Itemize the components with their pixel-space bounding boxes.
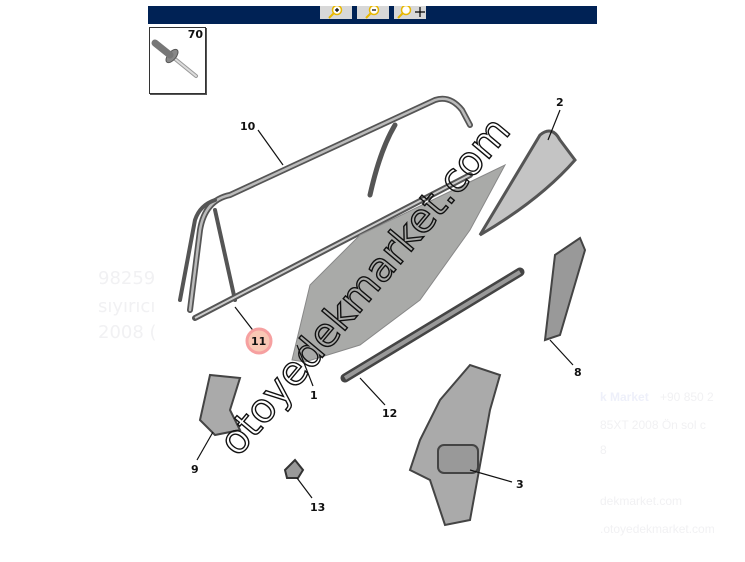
diagram-toolbar [148,4,597,24]
part-70-inset[interactable]: 70 [149,27,206,94]
label-1[interactable]: 1 [310,389,318,402]
label-13[interactable]: 13 [310,501,325,514]
part-number-70: 70 [187,28,203,41]
label-2[interactable]: 2 [556,96,564,109]
part-3-window-regulator[interactable] [408,363,502,527]
bg-text: .otoyedekmarket.com [600,522,715,536]
zoom-in-button[interactable] [320,4,352,19]
part-9-bracket[interactable] [198,373,242,437]
bg-text: dekmarket.com [600,494,683,508]
zoom-out-button[interactable] [357,4,389,19]
part-1-window-glass[interactable] [291,163,507,363]
part-8-pillar-trim[interactable] [543,236,587,342]
part-10-window-frame[interactable] [178,95,473,313]
part-13-clip[interactable] [283,458,305,479]
part-11-inner-seal[interactable] [192,172,473,321]
bg-text: sıyırıcı [98,296,156,317]
part-11-highlight [245,327,273,355]
label-10[interactable]: 10 [240,120,256,133]
label-8[interactable]: 8 [574,366,582,379]
label-12[interactable]: 12 [382,407,397,420]
pan-button[interactable] [394,4,426,19]
label-3[interactable]: 3 [516,478,524,491]
label-9[interactable]: 9 [191,463,199,476]
magnifier-plus-icon [328,4,343,19]
bg-text: 8 [600,443,607,457]
leader-lines [196,109,574,499]
label-11[interactable]: 11 [251,335,266,348]
part-2-quarter-glass[interactable] [478,129,577,237]
bg-text: 2008 ( [98,322,157,343]
magnifier-minus-icon [365,4,380,19]
bg-text: k Market [600,390,649,404]
bg-text: 85XT 2008 Ön sol c [600,418,706,432]
bg-text: +90 850 2 [660,390,714,404]
part-12-belt-seal[interactable] [340,267,525,383]
bg-text: 98259 [98,268,156,289]
magnifier-move-icon [397,4,425,19]
rivet-icon [151,39,198,78]
